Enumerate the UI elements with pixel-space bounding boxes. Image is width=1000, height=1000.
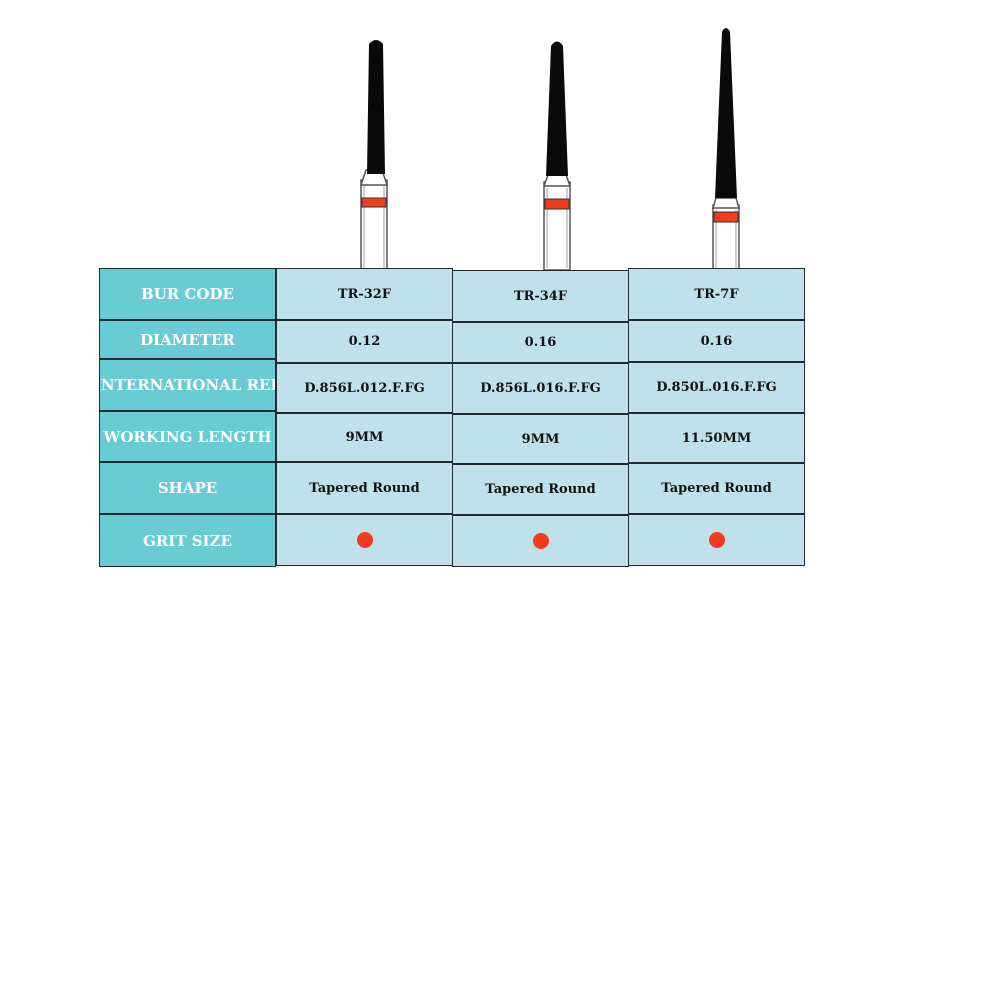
diameter-value: 0.16 bbox=[452, 322, 629, 363]
shape-value: Tapered Round bbox=[276, 462, 453, 514]
grit-size-value bbox=[276, 514, 453, 566]
grit-size-value bbox=[628, 514, 805, 566]
row-label-working-length: WORKING LENGTH bbox=[99, 411, 276, 462]
international-ref-value: D.856L.016.F.FG bbox=[452, 363, 629, 414]
grit-dot-icon bbox=[708, 532, 725, 548]
international-ref-value: D.850L.016.F.FG bbox=[628, 362, 805, 413]
tapered-round-bur-icon bbox=[542, 41, 572, 270]
row-label-shape: SHAPE bbox=[99, 462, 276, 514]
bur-image-tr-7f bbox=[696, 0, 756, 270]
bur-code-value: TR-32F bbox=[276, 268, 453, 320]
bur-code-value: TR-34F bbox=[452, 270, 629, 322]
shape-value: Tapered Round bbox=[628, 463, 805, 514]
bur-code-value: TR-7F bbox=[628, 268, 805, 320]
grit-size-value bbox=[452, 515, 629, 567]
row-label-grit-size: GRIT SIZE bbox=[99, 514, 276, 567]
working-length-value: 9MM bbox=[276, 413, 453, 462]
tapered-round-bur-icon bbox=[359, 40, 389, 270]
diameter-value: 0.12 bbox=[276, 320, 453, 363]
grit-dot-icon bbox=[356, 532, 373, 548]
bur-image-tr-34f bbox=[528, 0, 588, 270]
bur-image-tr-32f bbox=[346, 0, 406, 270]
specification-table: BUR CODE DIAMETER INTERNATIONAL REF WORK… bbox=[99, 268, 805, 567]
international-ref-value: D.856L.012.F.FG bbox=[276, 363, 453, 413]
working-length-value: 9MM bbox=[452, 414, 629, 464]
diameter-value: 0.16 bbox=[628, 320, 805, 362]
shape-value: Tapered Round bbox=[452, 464, 629, 515]
row-label-bur-code: BUR CODE bbox=[99, 268, 276, 320]
row-label-international-ref: INTERNATIONAL REF bbox=[99, 359, 276, 411]
grit-dot-icon bbox=[532, 533, 549, 549]
working-length-value: 11.50MM bbox=[628, 413, 805, 463]
row-label-diameter: DIAMETER bbox=[99, 320, 276, 359]
tapered-round-bur-icon bbox=[711, 28, 741, 270]
